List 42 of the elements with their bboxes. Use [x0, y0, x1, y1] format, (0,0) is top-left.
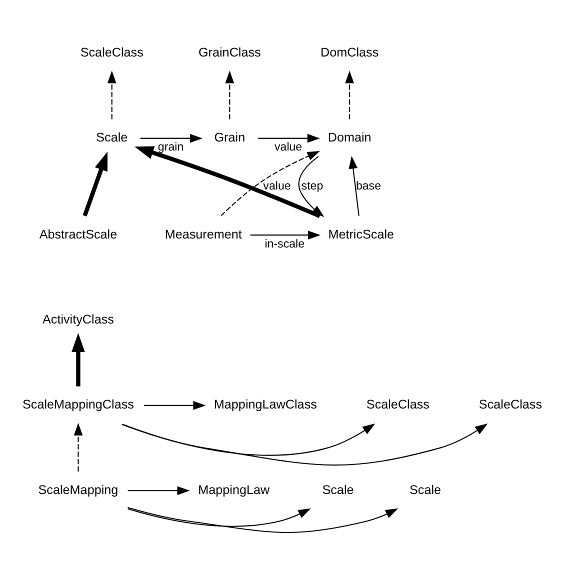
edge-label: grain — [158, 142, 184, 154]
edge-label: step — [301, 180, 324, 193]
node-text: DomClass — [320, 45, 379, 60]
node-text: ScaleClass — [80, 45, 144, 60]
node-text: MetricScale — [328, 227, 394, 242]
arrow — [348, 156, 360, 216]
node-text: ScaleMappingClass — [22, 398, 134, 412]
arrow — [144, 401, 206, 410]
node-text: Scale — [322, 482, 354, 497]
arrow — [134, 146, 321, 218]
arrow — [128, 506, 398, 533]
arrow — [72, 332, 85, 386]
node-text: ScaleClass — [478, 398, 542, 412]
arrow — [258, 134, 320, 143]
node-text: Measurement — [164, 227, 242, 242]
node-text: Scale — [410, 482, 442, 497]
arrow — [345, 70, 354, 120]
node-text: ActivityClass — [42, 312, 114, 327]
arrow — [74, 422, 83, 472]
node-text: Grain — [214, 130, 246, 145]
node-text: MappingLaw — [198, 482, 270, 497]
arrow — [128, 508, 311, 527]
node-text: MappingLawClass — [214, 398, 317, 412]
arrow — [122, 424, 488, 466]
node-text: AbstractScale — [39, 227, 118, 242]
node-text: Scale — [96, 130, 128, 145]
arrow — [122, 424, 376, 456]
node-text: Domain — [328, 130, 372, 145]
node-text: ScaleMapping — [38, 482, 118, 497]
arrow — [220, 150, 320, 216]
arrow — [225, 70, 234, 120]
arrow — [128, 486, 190, 496]
arrow — [250, 230, 321, 240]
arrow — [107, 70, 116, 120]
node-text: GrainClass — [198, 45, 261, 60]
arrow — [82, 152, 108, 216]
edge-label: value — [274, 142, 302, 154]
arrow — [140, 134, 203, 143]
edge-label: value — [263, 180, 291, 193]
edge-label: in-scale — [264, 238, 305, 250]
node-text: ScaleClass — [366, 398, 430, 412]
edge-label: base — [356, 180, 382, 193]
